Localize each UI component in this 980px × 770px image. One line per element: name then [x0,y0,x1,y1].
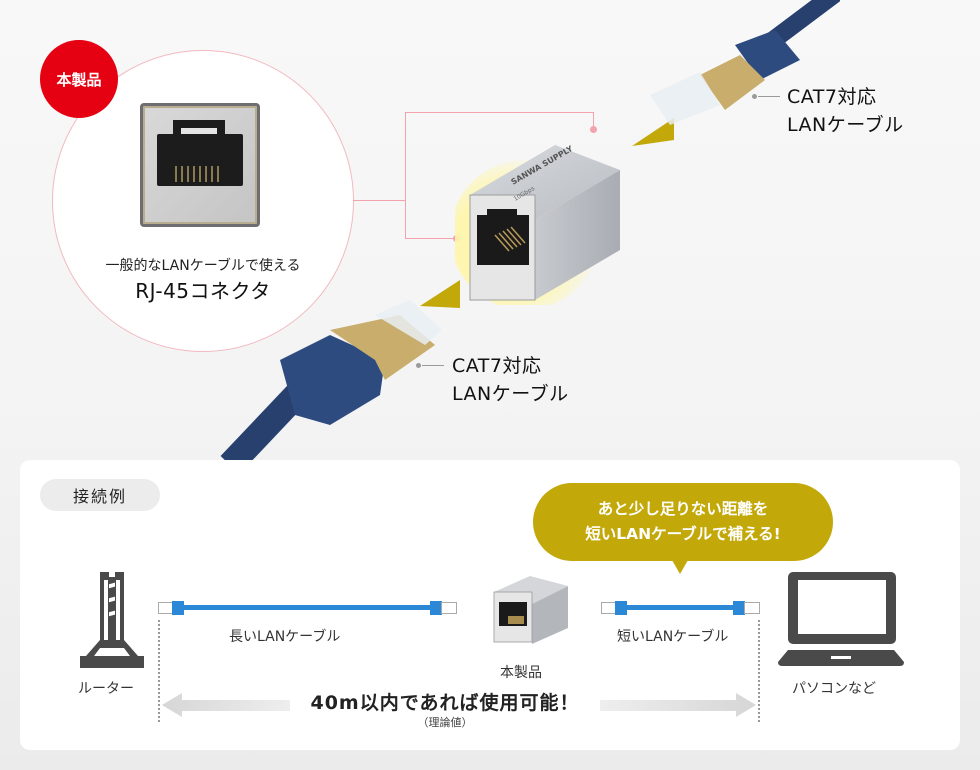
connector-line [405,112,593,113]
router-icon [80,572,144,668]
connector-line [405,112,406,239]
distance-boundary-left [158,620,160,722]
feature-caption-large: RJ-45コネクタ [135,279,271,303]
rj45-port-photo [140,103,260,227]
plug-right [441,602,457,614]
label-pointer-dot [416,363,421,368]
connector-line [405,238,455,239]
arrow-icon [420,280,460,308]
cable-label-line1: CAT7対応 [452,355,542,377]
cable-plug-clear [650,72,720,125]
distance-note: （理論値） [417,716,473,729]
distance-boundary-right [758,620,760,722]
cable-label-line2: LANケーブル [452,383,569,405]
arrow-left-icon [162,693,290,717]
plug-right [744,602,760,614]
product-badge: 本製品 [40,40,118,118]
label-pointer-line [758,96,780,97]
laptop-icon [778,572,904,666]
plug-boot-right [733,601,745,615]
long-cable-label: 長いLANケーブル [229,629,341,645]
arrow-icon [632,118,674,146]
speech-bubble-tail [672,560,688,574]
label-pointer-dot [752,94,757,99]
cable-label-top: CAT7対応 LANケーブル [787,83,904,139]
cable-label-bottom: CAT7対応 LANケーブル [452,352,569,408]
pc-label: パソコンなど [792,681,876,697]
section-tag: 接続例 [40,479,160,511]
distance-arrow [162,693,756,717]
bubble-line1: あと少し足りない距離を [597,500,769,518]
label-pointer-line [422,365,444,366]
plug-boot-left [172,601,184,615]
distance-headline: 40m以内であれば使用可能！ [310,692,580,714]
connector-line [353,200,406,201]
product-thumbnail [493,576,568,644]
product-label: 本製品 [500,665,542,681]
short-cable-label: 短いLANケーブル [617,629,729,645]
cable-boot [280,335,385,425]
cable-plug-clear [375,300,442,345]
cable-plug-shield [700,55,765,110]
insert-arrow-left [420,280,460,308]
arrow-right-icon [600,693,756,717]
coupler-socket [477,215,529,265]
short-cable-line [626,605,734,610]
coupler-side-face [535,170,620,300]
cable-label-line2: LANケーブル [787,114,904,136]
coupler-latch [487,209,517,219]
connector-line [593,112,594,129]
plug-boot-right [430,601,442,615]
port-pins [175,166,223,182]
bubble-line2: 短いLANケーブルで補える! [585,525,781,543]
feature-caption-small: 一般的なLANケーブルで使える [105,258,301,274]
router-label: ルーター [78,681,134,697]
lan-cable-bottom [220,300,442,465]
coupler-pins [494,226,526,252]
connector-dot [590,126,597,133]
lan-cable-top [650,0,840,125]
coupler-product: SANWA SUPPLY 10Gbps [455,144,620,305]
plug-boot-left [615,601,627,615]
cable-label-line1: CAT7対応 [787,86,877,108]
long-cable-line [183,605,431,610]
insert-arrow-right [632,118,674,146]
speech-bubble: あと少し足りない距離を 短いLANケーブルで補える! [533,483,833,561]
